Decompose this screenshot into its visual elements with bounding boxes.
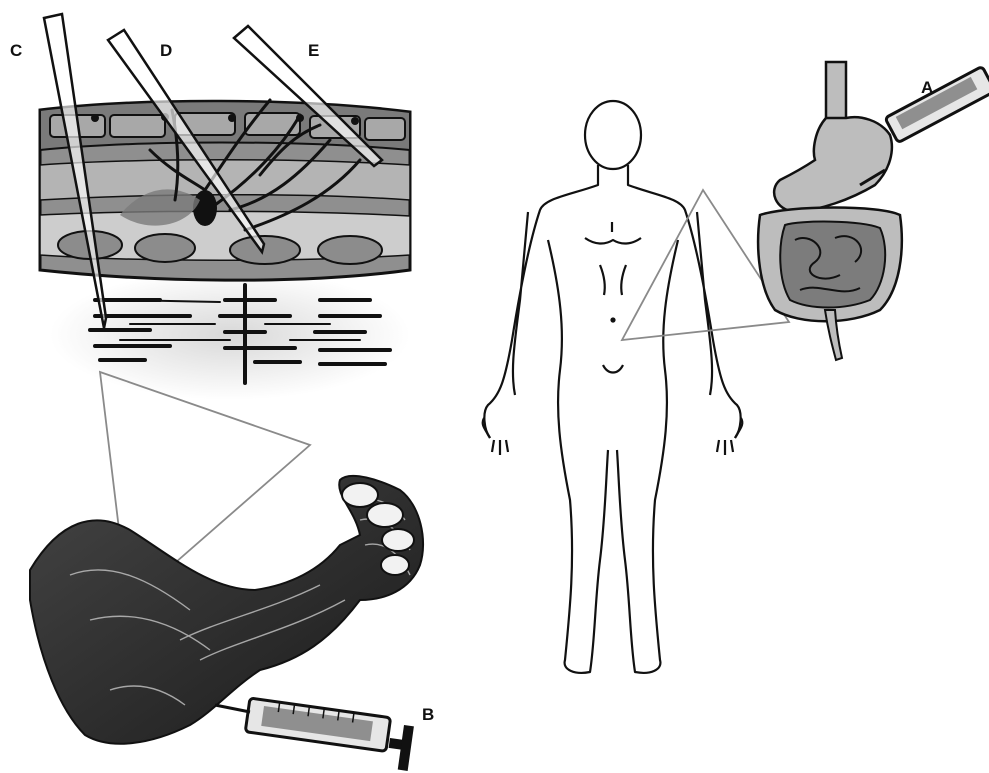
label-c: C [10, 41, 22, 60]
digestive-tract [758, 62, 902, 360]
small-intestine [780, 222, 885, 308]
skin-cross-section [40, 14, 410, 400]
forearm-illustration [30, 476, 423, 744]
label-a: A [921, 78, 933, 97]
head [585, 101, 641, 169]
syringe-b [215, 698, 414, 771]
stomach [774, 117, 892, 212]
human-body-outline [483, 101, 743, 673]
label-e: E [308, 41, 319, 60]
muscle-region [50, 270, 410, 400]
label-b: B [422, 705, 434, 724]
label-d: D [160, 41, 172, 60]
